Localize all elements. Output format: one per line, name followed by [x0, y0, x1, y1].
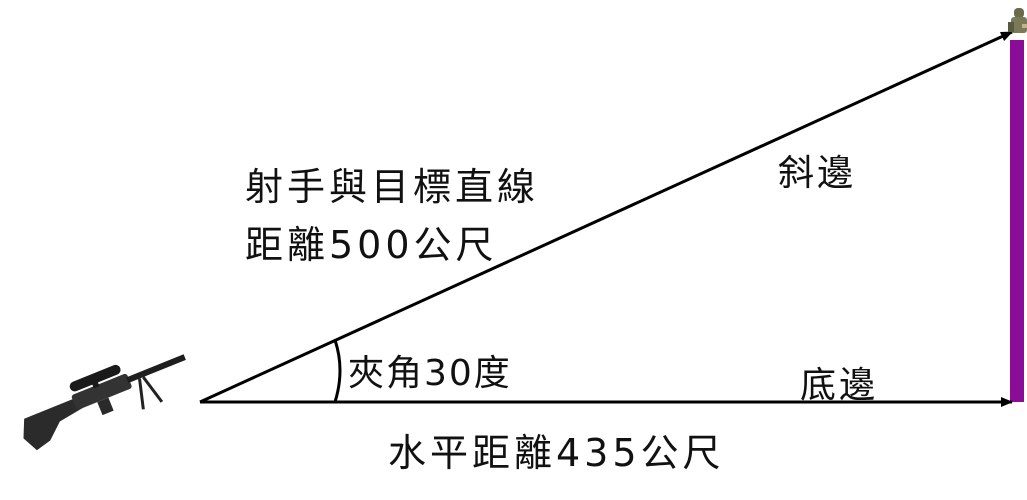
base-label: 底邊 [800, 365, 879, 406]
angle-label: 夾角30度 [348, 353, 512, 394]
hypotenuse-label: 斜邊 [778, 153, 857, 194]
target-pole [1010, 40, 1024, 402]
soldier-target-icon [1008, 8, 1027, 33]
angle-arc [333, 339, 342, 403]
hypotenuse-description-label: 射手與目標直線 距離500公尺 [245, 158, 539, 274]
sniper-rifle-icon [23, 354, 186, 451]
hypotenuse-description-line-2: 距離500公尺 [245, 223, 498, 267]
base-description-label: 水平距離435公尺 [388, 431, 725, 475]
hypotenuse-description-line-1: 射手與目標直線 [245, 165, 540, 209]
